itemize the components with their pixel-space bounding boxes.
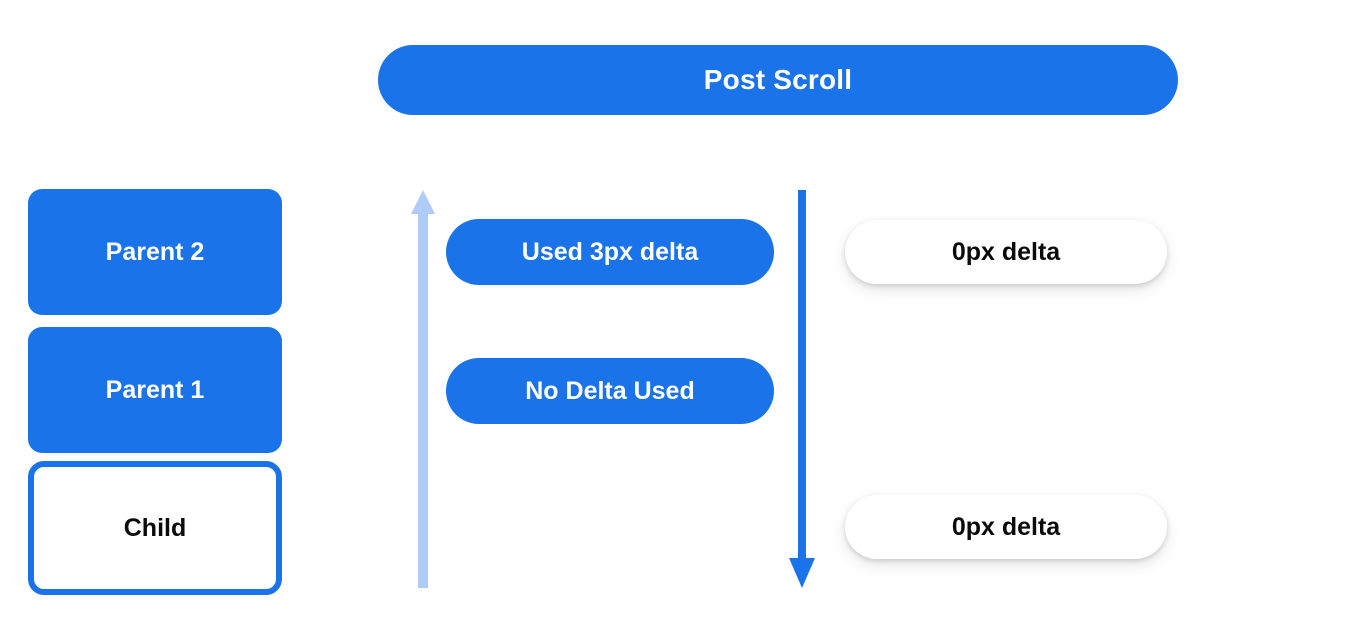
node-parent-2-label: Parent 2 (105, 237, 205, 266)
banner-title: Post Scroll (703, 64, 853, 95)
scroll-remaining-arrow-up-icon (411, 190, 435, 588)
pill-no-delta-used[interactable]: No Delta Used (446, 358, 774, 424)
node-parent-2[interactable]: Parent 2 (28, 189, 282, 315)
pill-zero-delta-bottom[interactable]: 0px delta (845, 495, 1167, 559)
pill-used-delta[interactable]: Used 3px delta (446, 219, 774, 285)
node-parent-1[interactable]: Parent 1 (28, 327, 282, 453)
pill-used-delta-label: Used 3px delta (521, 237, 699, 266)
pill-no-delta-used-label: No Delta Used (525, 376, 695, 405)
pill-zero-delta-bottom-label: 0px delta (951, 512, 1061, 541)
scroll-consumed-arrow-down-icon (789, 190, 815, 588)
post-scroll-banner: Post Scroll (378, 45, 1178, 115)
node-parent-1-label: Parent 1 (105, 375, 205, 404)
pill-zero-delta-top[interactable]: 0px delta (845, 220, 1167, 284)
node-child-label: Child (123, 513, 187, 542)
node-child[interactable]: Child (28, 461, 282, 595)
pill-zero-delta-top-label: 0px delta (951, 237, 1061, 266)
